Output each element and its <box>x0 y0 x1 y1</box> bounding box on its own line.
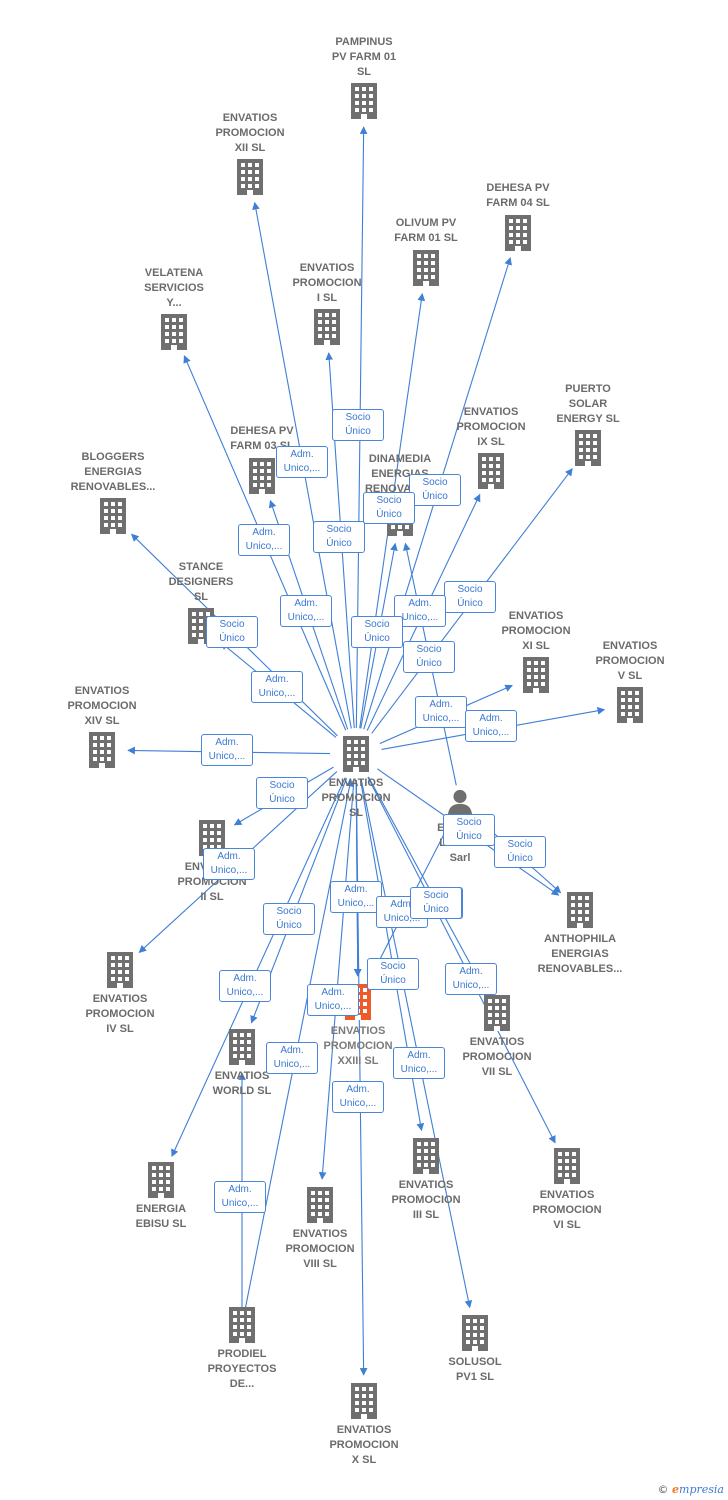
node-label-world[interactable]: ENVATIOS WORLD SL <box>212 1070 272 1097</box>
node-label-olivum[interactable]: OLIVUM PV FARM 01 SL <box>394 217 458 244</box>
node-label-x[interactable]: ENVATIOS PROMOCION X SL <box>329 1424 399 1466</box>
building-icon-puerto[interactable] <box>575 430 601 466</box>
edge-label-center-to-ix[interactable]: Adm. Unico,... <box>394 595 446 627</box>
edge-label-person-to-xxiii[interactable]: Socio Único <box>410 887 462 919</box>
edge-label-center-to-stance[interactable]: Adm. Unico,... <box>280 595 332 627</box>
node-label-vi[interactable]: ENVATIOS PROMOCION VI SL <box>532 1189 602 1231</box>
building-icon-world[interactable] <box>229 1029 255 1065</box>
node-label-ebisu[interactable]: ENERGIA EBISU SL <box>135 1203 187 1230</box>
edge-label-person-to-anthophila[interactable]: Socio Único <box>443 814 495 846</box>
edge-label-center-to-dehesa03[interactable]: Adm. Unico,... <box>276 446 328 478</box>
edge-label-center-to-iii[interactable]: Adm. Unico,... <box>330 881 382 913</box>
edge-label-prodiel-to-world[interactable]: Adm. Unico,... <box>214 1181 266 1213</box>
edge-label-person-to-dinamedia[interactable]: Socio Único <box>403 641 455 673</box>
node-label-stance[interactable]: STANCE DESIGNERS SL <box>168 561 234 603</box>
node-label-pampinus[interactable]: PAMPINUS PV FARM 01 SL <box>331 36 397 78</box>
edge-label-center-to-olivum[interactable]: Socio Único <box>363 492 415 524</box>
brand-footer[interactable]: © empresia <box>658 1483 724 1496</box>
building-icon-i[interactable] <box>314 309 340 345</box>
node-label-xiv[interactable]: ENVATIOS PROMOCION XIV SL <box>67 685 137 727</box>
building-icon-x[interactable] <box>351 1383 377 1419</box>
person-icon-person[interactable] <box>447 789 473 817</box>
edge-center-to-solusol <box>360 779 473 1309</box>
edge-center-to-vi <box>367 776 556 1144</box>
building-icon-xiv[interactable] <box>89 732 115 768</box>
edge-label-center-to-x[interactable]: Adm. Unico,... <box>332 1081 384 1113</box>
building-icon-pampinus[interactable] <box>351 83 377 119</box>
node-label-velatena[interactable]: VELATENA SERVICIOS Y... <box>144 267 204 309</box>
edge-label-center-to-xxiii[interactable]: Adm. Unico,... <box>307 984 359 1016</box>
building-icon-velatena[interactable] <box>161 314 187 350</box>
node-label-xii[interactable]: ENVATIOS PROMOCION XII SL <box>215 112 285 154</box>
node-label-center[interactable]: ENVATIOS PROMOCION SL <box>321 777 391 819</box>
edge-label-center-to-anthophila[interactable]: Socio Único <box>494 836 546 868</box>
copyright-symbol: © <box>657 1483 669 1496</box>
building-icon-iii[interactable] <box>413 1138 439 1174</box>
edge-center-to-ebisu <box>171 777 346 1158</box>
brand-initial: e <box>672 1483 680 1496</box>
node-label-dehesa04[interactable]: DEHESA PV FARM 04 SL <box>486 182 550 209</box>
edge-label-center-to-iv[interactable]: Adm. Unico,... <box>219 970 271 1002</box>
edge-label-center-to-xii[interactable]: Adm. Unico,... <box>238 524 290 556</box>
building-icon-ebisu[interactable] <box>148 1162 174 1198</box>
edge-label-center-to-velatena[interactable]: Adm. Unico,... <box>251 671 303 703</box>
edge-label-center-to-vii[interactable]: Adm. Unico,... <box>445 963 497 995</box>
node-label-xi[interactable]: ENVATIOS PROMOCION XI SL <box>501 610 571 652</box>
node-label-solusol[interactable]: SOLUSOL PV1 SL <box>448 1356 502 1383</box>
edge-label-center-to-dehesa04[interactable]: Socio Único <box>409 474 461 506</box>
edge-label-center-to-ii[interactable]: Socio Único <box>256 777 308 809</box>
node-label-vii[interactable]: ENVATIOS PROMOCION VII SL <box>462 1036 532 1078</box>
building-icon-bloggers[interactable] <box>100 498 126 534</box>
edge-label-center-to-v[interactable]: Adm. Unico,... <box>465 710 517 742</box>
building-icon-v[interactable] <box>617 687 643 723</box>
edge-label-center-to-dinamedia[interactable]: Socio Único <box>351 616 403 648</box>
edge-label-center-to-xiv[interactable]: Adm. Unico,... <box>201 734 253 766</box>
node-label-ix[interactable]: ENVATIOS PROMOCION IX SL <box>456 406 526 448</box>
edge-label-center-to-pampinus[interactable]: Socio Único <box>332 409 384 441</box>
building-icon-dehesa03[interactable] <box>249 458 275 494</box>
edge-label-center-to-xi[interactable]: Adm. Unico,... <box>415 696 467 728</box>
edge-center-to-xxiii <box>353 779 362 977</box>
node-label-v[interactable]: ENVATIOS PROMOCION V SL <box>595 640 665 682</box>
node-label-iv[interactable]: ENVATIOS PROMOCION IV SL <box>85 993 155 1035</box>
building-icon-vii[interactable] <box>484 995 510 1031</box>
node-label-puerto[interactable]: PUERTO SOLAR ENERGY SL <box>556 383 620 425</box>
building-icon-vi[interactable] <box>554 1148 580 1184</box>
node-label-viii[interactable]: ENVATIOS PROMOCION VIII SL <box>285 1228 355 1270</box>
edge-label-center-to-i[interactable]: Socio Único <box>313 521 365 553</box>
node-label-iii[interactable]: ENVATIOS PROMOCION III SL <box>391 1179 461 1221</box>
node-label-dehesa03[interactable]: DEHESA PV FARM 03 SL <box>230 425 294 452</box>
building-icon-viii[interactable] <box>307 1187 333 1223</box>
edge-label-center-to-viii[interactable]: Adm. Unico,... <box>393 1047 445 1079</box>
node-label-bloggers[interactable]: BLOGGERS ENERGIAS RENOVABLES... <box>70 451 156 493</box>
edge-label-center-to-bloggers[interactable]: Socio Único <box>206 616 258 648</box>
building-icon-olivum[interactable] <box>413 250 439 286</box>
edge-center-to-vii <box>367 776 486 991</box>
building-icon-ix[interactable] <box>478 453 504 489</box>
node-label-i[interactable]: ENVATIOS PROMOCION I SL <box>292 262 362 304</box>
building-icon-prodiel[interactable] <box>229 1307 255 1343</box>
building-icon-xi[interactable] <box>523 657 549 693</box>
node-label-prodiel[interactable]: PRODIEL PROYECTOS DE... <box>207 1348 277 1390</box>
edge-label-center-to-xxiii[interactable]: Socio Único <box>367 958 419 990</box>
edge-center-to-viii <box>318 779 355 1180</box>
building-icon-center[interactable] <box>343 736 369 772</box>
node-label-anthophila[interactable]: ANTHOPHILA ENERGIAS RENOVABLES... <box>537 933 623 975</box>
building-icon-iv[interactable] <box>107 952 133 988</box>
edge-label-center-to-ebisu[interactable]: Adm. Unico,... <box>203 848 255 880</box>
node-label-xxiii[interactable]: ENVATIOS PROMOCION XXIII SL <box>323 1025 393 1067</box>
building-icon-solusol[interactable] <box>462 1315 488 1351</box>
building-icon-dehesa04[interactable] <box>505 215 531 251</box>
building-icon-anthophila[interactable] <box>567 892 593 928</box>
edge-label-center-to-world[interactable]: Socio Único <box>263 903 315 935</box>
edge-label-center-to-puerto[interactable]: Socio Único <box>444 581 496 613</box>
brand-rest: mpresia <box>679 1483 724 1496</box>
building-icon-xii[interactable] <box>237 159 263 195</box>
edge-label-prodiel-to-center[interactable]: Adm. Unico,... <box>266 1042 318 1074</box>
